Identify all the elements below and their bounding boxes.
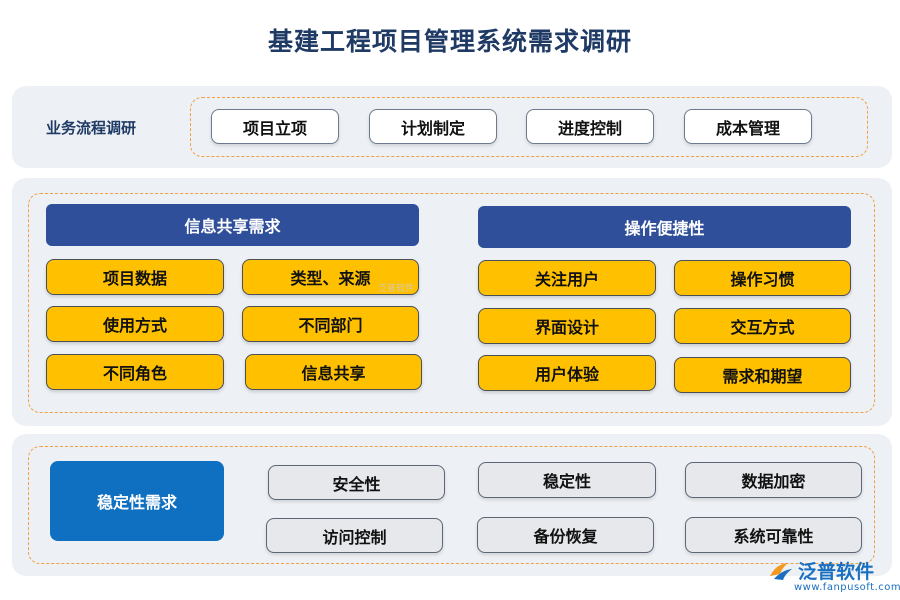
ease-item-ux[interactable]: 用户体验: [478, 355, 656, 391]
stability-item-access-control[interactable]: 访问控制: [266, 518, 443, 553]
info-item-departments[interactable]: 不同部门: [242, 306, 419, 342]
business-item-cost[interactable]: 成本管理: [684, 109, 812, 144]
ease-header: 操作便捷性: [478, 206, 851, 248]
stability-item-encryption[interactable]: 数据加密: [685, 462, 862, 498]
brand-logo-icon: [770, 562, 792, 580]
info-share-header: 信息共享需求: [46, 204, 419, 246]
business-item-project-setup[interactable]: 项目立项: [211, 109, 339, 144]
ease-item-focus-user[interactable]: 关注用户: [478, 260, 656, 296]
ease-item-interaction[interactable]: 交互方式: [674, 308, 851, 344]
brand-logo-url: www.fanpusoft.com: [794, 582, 900, 593]
center-watermark: 泛普软件: [378, 284, 415, 294]
info-item-sharing[interactable]: 信息共享: [245, 354, 422, 390]
info-item-usage[interactable]: 使用方式: [46, 306, 224, 342]
stability-dashed-box: [28, 446, 875, 564]
stability-item-stability[interactable]: 稳定性: [478, 462, 656, 498]
stability-header: 稳定性需求: [50, 461, 224, 541]
ease-item-ui-design[interactable]: 界面设计: [478, 308, 656, 344]
stability-item-backup[interactable]: 备份恢复: [477, 517, 654, 553]
brand-logo-text: 泛普软件: [798, 561, 875, 583]
ease-item-habits[interactable]: 操作习惯: [674, 260, 851, 296]
page-title: 基建工程项目管理系统需求调研: [267, 27, 632, 56]
info-item-project-data[interactable]: 项目数据: [46, 259, 224, 295]
business-label: 业务流程调研: [46, 119, 137, 137]
brand-logo: 泛普软件 www.fanpusoft.com: [768, 557, 900, 597]
stability-item-security[interactable]: 安全性: [268, 465, 445, 500]
business-item-plan[interactable]: 计划制定: [369, 109, 497, 144]
stability-item-reliability[interactable]: 系统可靠性: [685, 517, 862, 553]
requirements-dashed-box: [28, 193, 875, 413]
info-item-roles[interactable]: 不同角色: [46, 354, 224, 390]
ease-item-needs[interactable]: 需求和期望: [674, 357, 851, 393]
info-item-type-source[interactable]: 类型、来源: [242, 259, 419, 295]
business-item-progress[interactable]: 进度控制: [526, 109, 654, 144]
business-dashed-box: [190, 97, 868, 157]
